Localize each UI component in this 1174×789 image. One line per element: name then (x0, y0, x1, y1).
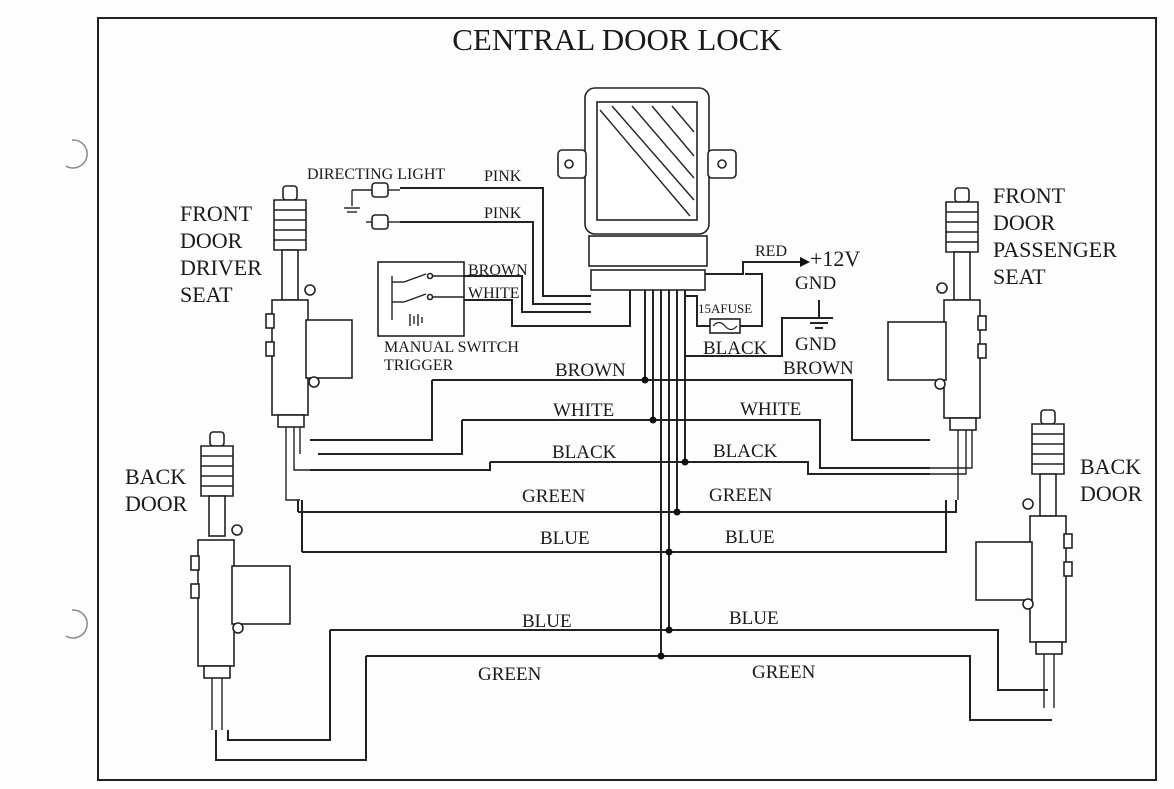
actuator-front-driver (265, 185, 353, 501)
white-label-left: WHITE (553, 400, 614, 421)
brown-label-left: BROWN (555, 360, 626, 381)
green-label-right: GREEN (709, 485, 773, 506)
manual-switch-label-2: TRIGGER (384, 357, 454, 374)
gnd-label-1: GND (795, 273, 836, 294)
blue-label-right: BLUE (725, 527, 775, 548)
page-border (97, 17, 1157, 781)
harness-horizontal-wires (215, 379, 1052, 761)
brown-label-right: BROWN (783, 358, 854, 379)
actuator-back-right (975, 409, 1073, 708)
diagram-title: CENTRAL DOOR LOCK (452, 22, 782, 57)
manual-switch-icon (377, 261, 465, 337)
switch-white-label: WHITE (468, 285, 520, 302)
pink-wires (400, 187, 591, 305)
actuator-front-passenger (887, 187, 987, 500)
green-back-label-right: GREEN (752, 662, 816, 683)
switch-brown-wire (464, 275, 591, 313)
plus12v-arrow-icon (800, 257, 810, 267)
front-driver-label-3: DRIVER (180, 255, 262, 280)
directing-light-icon (344, 182, 400, 230)
black-label-left: BLACK (552, 442, 617, 463)
manual-switch-label-1: MANUAL SWITCH (384, 339, 519, 356)
front-driver-label-4: SEAT (180, 282, 233, 307)
front-driver-label-1: FRONT (180, 201, 253, 226)
black-label-right: BLACK (713, 441, 778, 462)
red-wire (705, 261, 800, 275)
front-passenger-label-2: DOOR (993, 210, 1056, 235)
front-driver-label-2: DOOR (180, 228, 243, 253)
junction-dots (641, 376, 689, 660)
gnd-wire (740, 273, 763, 327)
front-passenger-label-4: SEAT (993, 264, 1046, 289)
green-label-left: GREEN (522, 486, 586, 507)
ground-symbol-icon (805, 300, 833, 329)
harness-vertical-wires (644, 290, 686, 656)
blue-back-label-right: BLUE (729, 608, 779, 629)
switch-brown-label: BROWN (468, 262, 528, 279)
green-back-label-left: GREEN (478, 664, 542, 685)
fuse-black-wire (685, 295, 710, 327)
actuator-back-left (190, 431, 291, 730)
binder-hole-top (65, 139, 88, 169)
control-unit (557, 87, 737, 291)
back-left-label-1: BACK (125, 464, 186, 489)
plus12v-label: +12V (810, 246, 860, 271)
back-left-label-2: DOOR (125, 491, 188, 516)
blue-back-label-left: BLUE (522, 611, 572, 632)
red-label: RED (755, 243, 787, 260)
pink-label-1: PINK (484, 168, 522, 185)
switch-white-wire (464, 290, 631, 327)
fuse-element (712, 321, 738, 331)
pink-label-2: PINK (484, 205, 522, 222)
back-right-label-2: DOOR (1080, 481, 1143, 506)
white-label-right: WHITE (740, 399, 801, 420)
blue-label-left: BLUE (540, 528, 590, 549)
gnd-label-2: GND (795, 334, 836, 355)
back-right-label-1: BACK (1080, 454, 1141, 479)
directing-light-label: DIRECTING LIGHT (307, 166, 445, 183)
fuse-black-label: BLACK (703, 338, 768, 359)
front-passenger-label-3: PASSENGER (993, 237, 1117, 262)
binder-hole-bottom (65, 609, 88, 639)
gnd-black-wire (685, 317, 805, 357)
fuse-label: 15AFUSE (698, 301, 752, 316)
front-passenger-label-1: FRONT (993, 183, 1066, 208)
